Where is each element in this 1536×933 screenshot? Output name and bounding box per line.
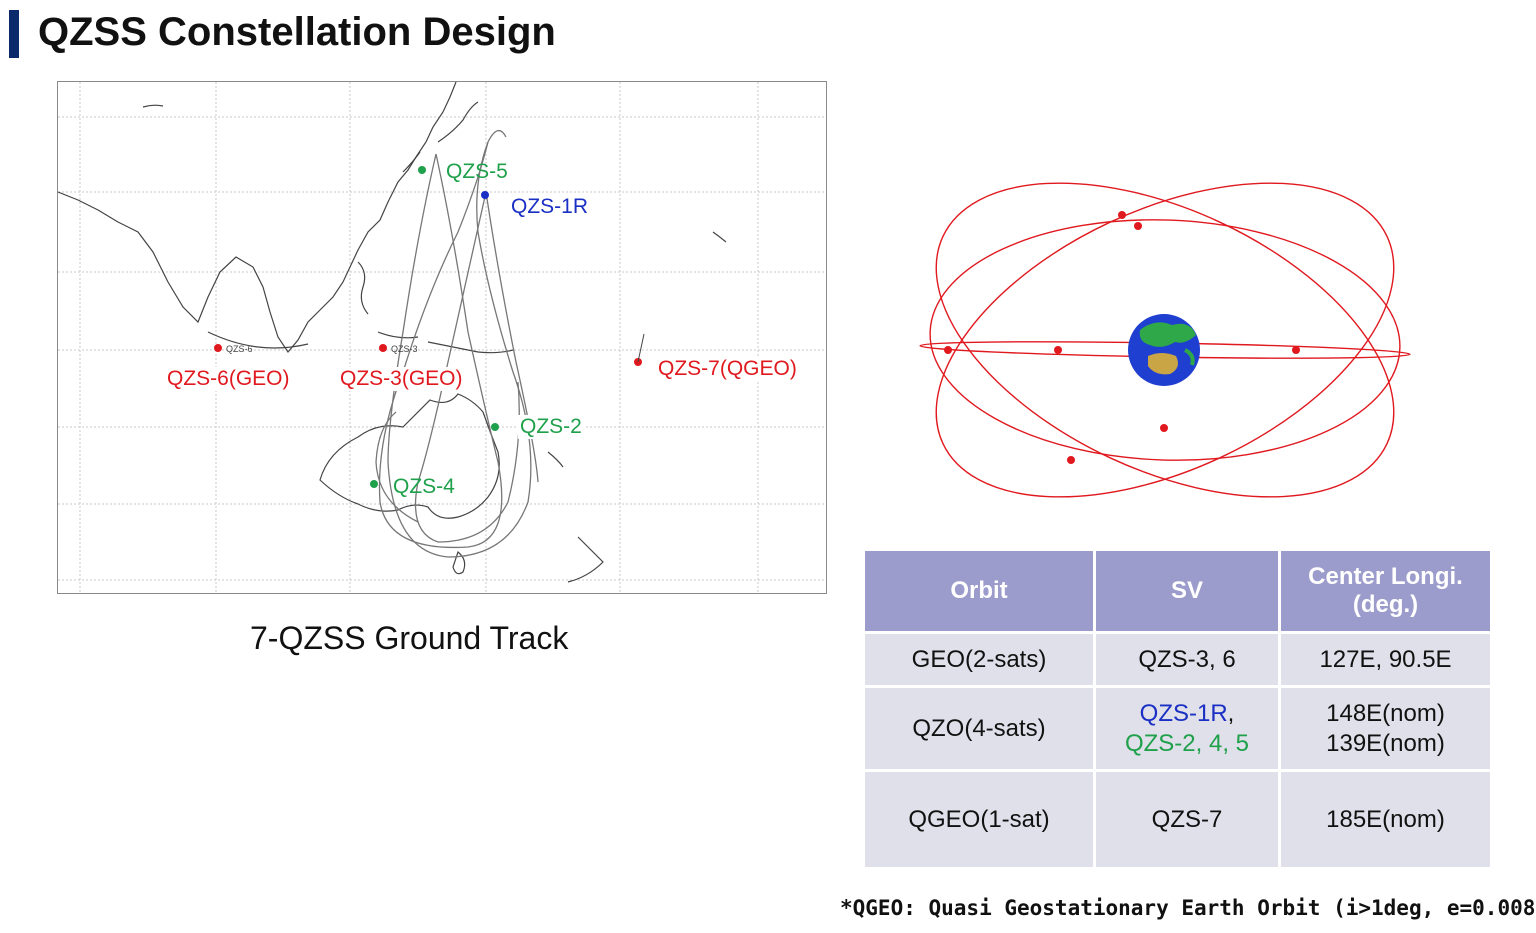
cell-center: 185E(nom) (1278, 769, 1493, 870)
cell-sv: QZS-3, 6 (1093, 631, 1281, 688)
page-title: QZSS Constellation Design (38, 10, 556, 54)
coastlines (58, 82, 727, 583)
label-qzs3: QZS-3(GEO) (338, 367, 465, 391)
cell-orbit: GEO(2-sats) (862, 631, 1096, 688)
ground-track-map: QZS-6 QZS-3 QZS-5 QZS-1R QZS-6(GEO) QZS-… (57, 81, 827, 594)
ground-track-caption: 7-QZSS Ground Track (250, 620, 569, 656)
qzs6-marker (214, 344, 222, 352)
label-qzs5: QZS-5 (446, 160, 508, 183)
center-line1: 148E(nom) (1326, 699, 1445, 727)
header-sv: SV (1093, 548, 1281, 634)
orbit-diagram (919, 182, 1411, 498)
cell-orbit: QZO(4-sats) (862, 685, 1096, 772)
header-center-longitude: Center Longi. (deg.) (1278, 548, 1493, 634)
map-grid (58, 82, 826, 593)
footnote: *QGEO: Quasi Geostationary Earth Orbit (… (840, 896, 1536, 920)
sv-separator: , (1227, 699, 1235, 727)
qzs2-marker (491, 423, 499, 431)
center-line2: 139E(nom) (1326, 729, 1445, 757)
label-qzs4: QZS-4 (393, 475, 455, 498)
header-orbit: Orbit (862, 548, 1096, 634)
table-row: GEO(2-sats) QZS-3, 6 127E, 90.5E (862, 631, 1493, 688)
map-graphic: QZS-6 QZS-3 (58, 82, 826, 593)
table-row: QGEO(1-sat) QZS-7 185E(nom) (862, 769, 1493, 870)
ground-tracks (375, 130, 539, 558)
satellite-points (944, 211, 1300, 464)
cell-center: 127E, 90.5E (1278, 631, 1493, 688)
header-center-line2: (deg.) (1352, 591, 1419, 618)
constellation-table: Orbit SV Center Longi. (deg.) GEO(2-sats… (862, 548, 1493, 870)
earth-globe (1128, 314, 1200, 386)
label-qzs1r: QZS-1R (511, 195, 589, 218)
tiny-label-qzs6: QZS-6 (226, 344, 253, 354)
label-qzs7: QZS-7(QGEO) (656, 357, 799, 381)
sv-qzs2-4-5: QZS-2, 4, 5 (1124, 729, 1250, 757)
label-qzs2: QZS-2 (518, 415, 584, 439)
title-accent-bar (9, 10, 19, 58)
qzs5-marker (418, 166, 426, 174)
label-qzs6: QZS-6(GEO) (165, 367, 292, 391)
cell-sv: QZS-7 (1093, 769, 1281, 870)
qzs3-marker (379, 344, 387, 352)
table-row: QZO(4-sats) QZS-1R, QZS-2, 4, 5 148E(nom… (862, 685, 1493, 772)
cell-center: 148E(nom) 139E(nom) (1278, 685, 1493, 772)
cell-orbit: QGEO(1-sat) (862, 769, 1096, 870)
qzs1r-marker (481, 191, 489, 199)
sv-qzs1r: QZS-1R (1139, 699, 1228, 727)
cell-sv: QZS-1R, QZS-2, 4, 5 (1093, 685, 1281, 772)
tiny-label-qzs3: QZS-3 (391, 344, 418, 354)
header-center-line1: Center Longi. (1308, 563, 1463, 590)
qzs4-marker (370, 480, 378, 488)
table-header-row: Orbit SV Center Longi. (deg.) (862, 548, 1493, 634)
